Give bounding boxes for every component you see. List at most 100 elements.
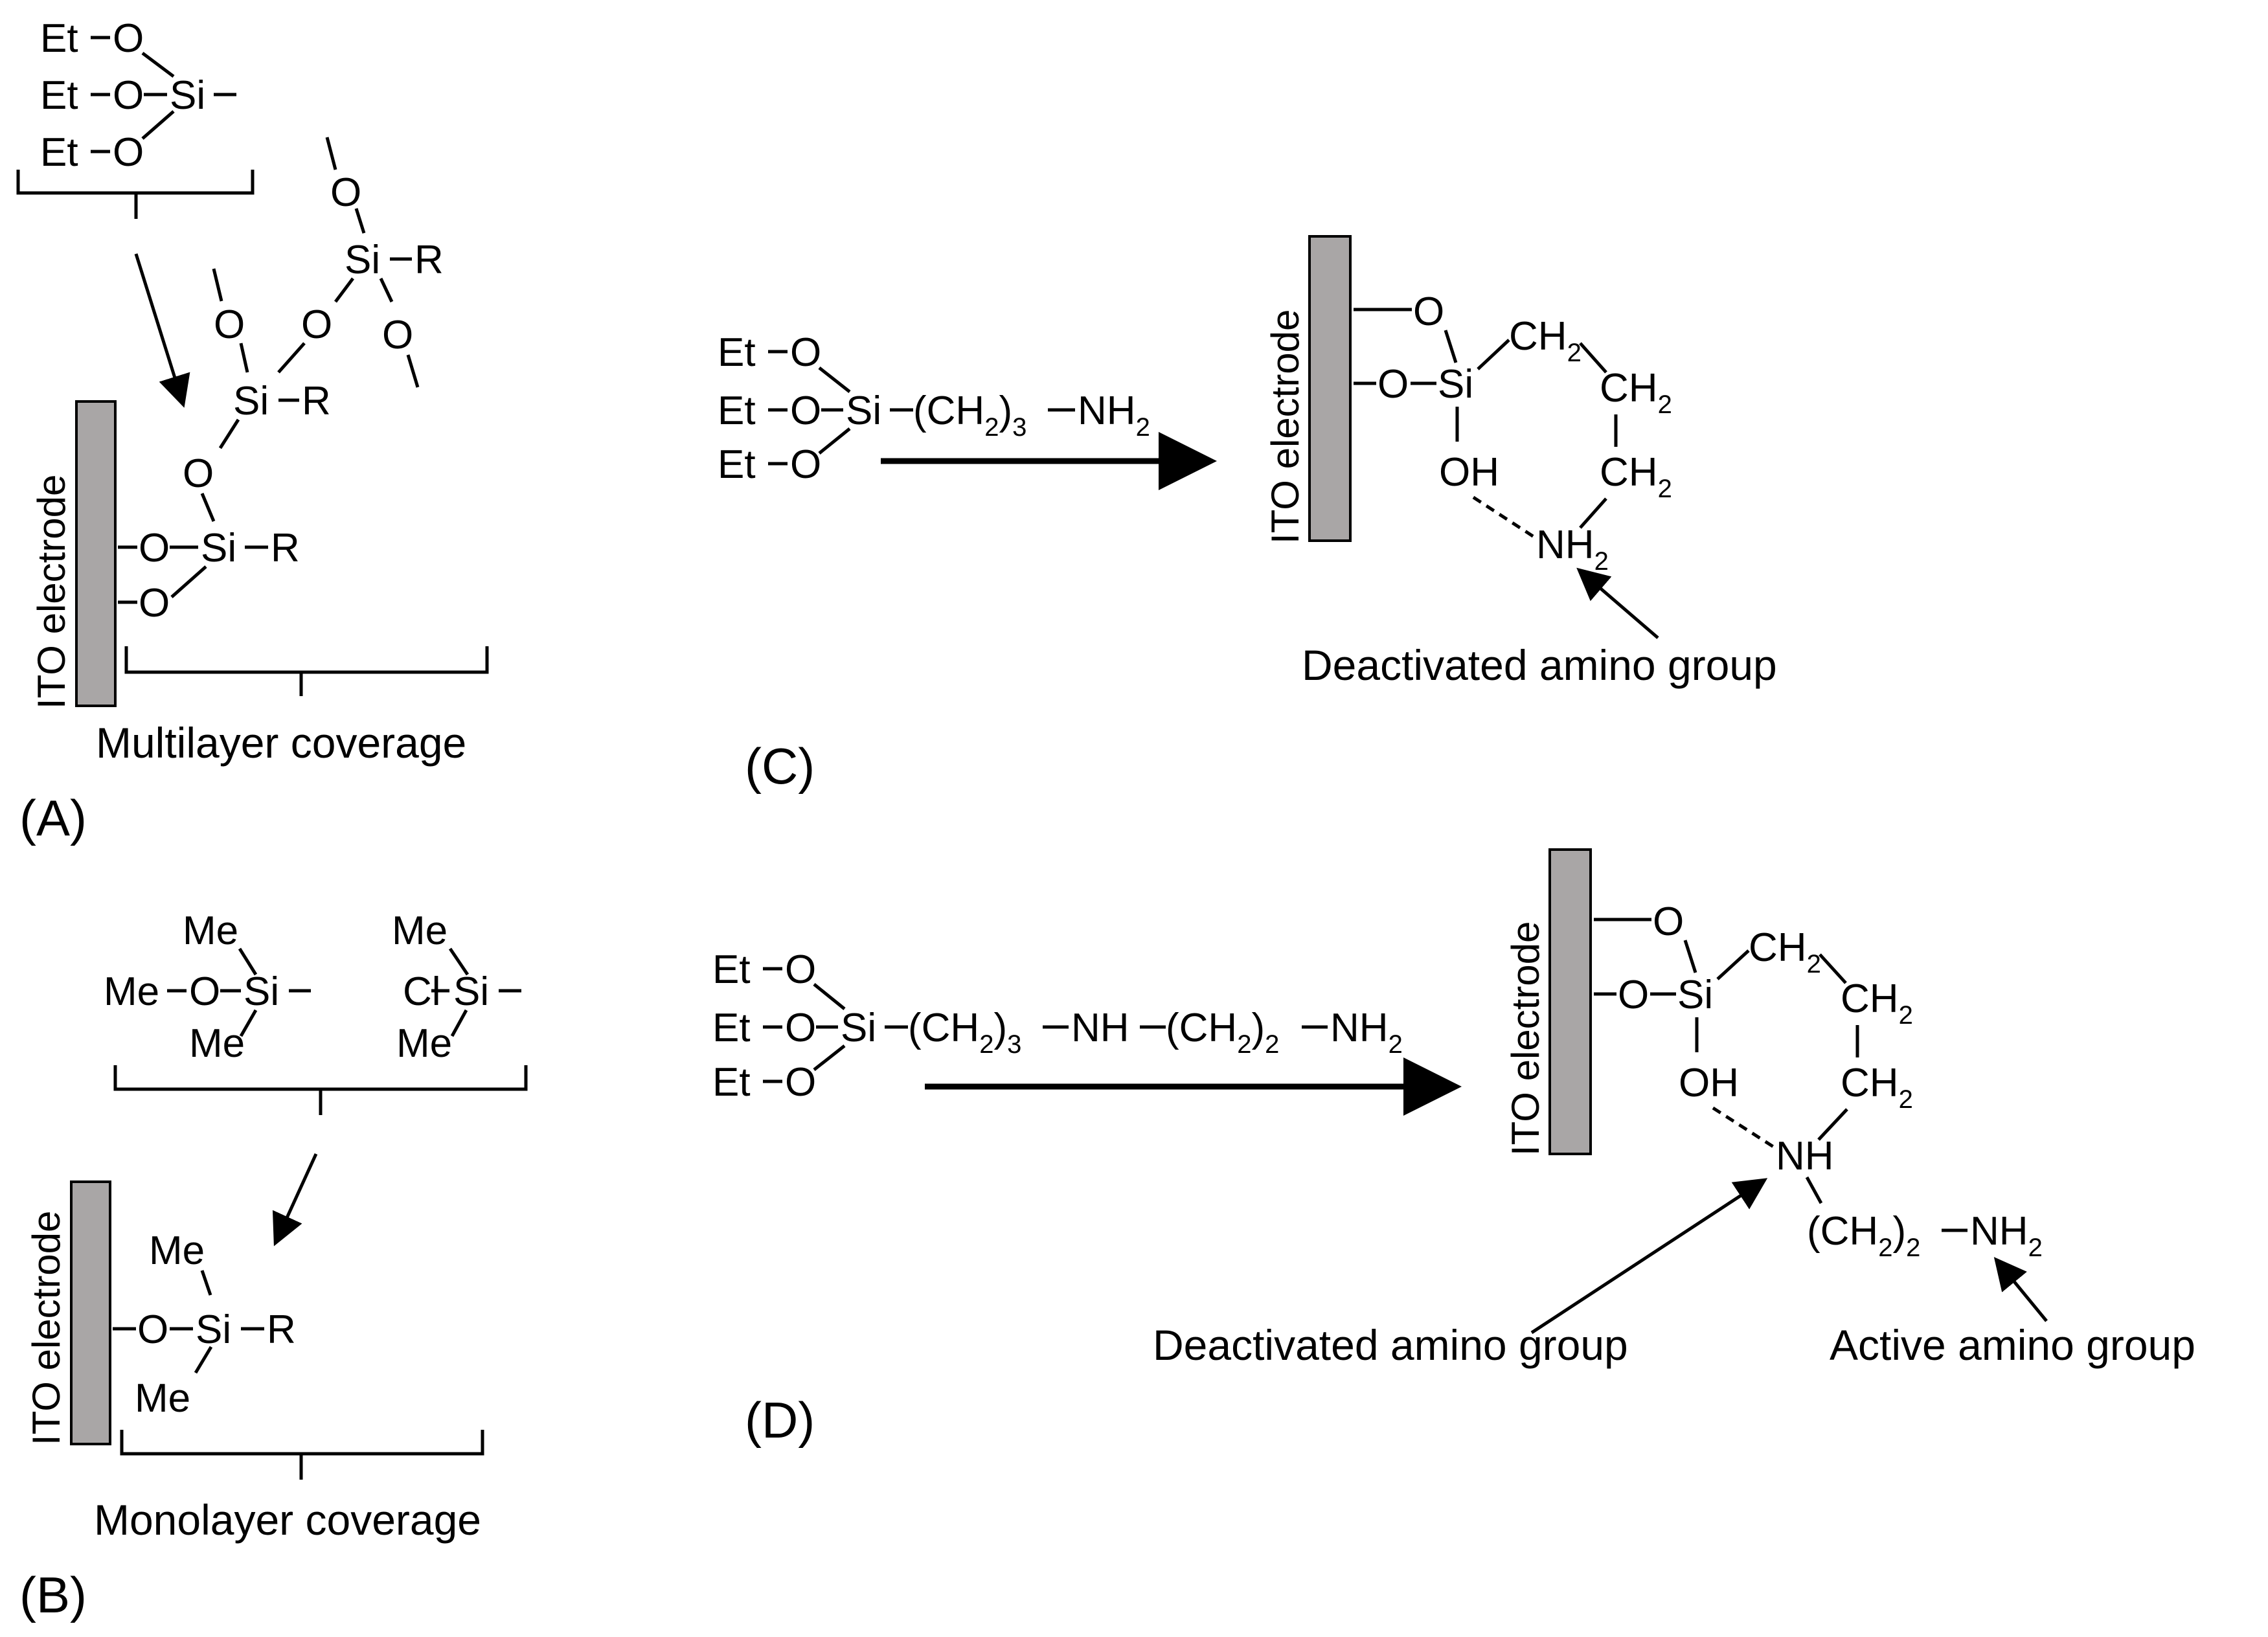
a-o-left: O [214,302,245,347]
d-o-bond-1: O [1653,899,1684,944]
d-o-1: O [785,947,816,992]
b-electrode-label: ITO electrode [25,1211,68,1445]
d-chain-1: (CH2)3 [908,1006,1021,1059]
a-arrow [134,253,190,408]
a-o-lower: O [183,451,214,496]
c-o-3: O [790,442,821,487]
a-si-top: Si [345,238,380,282]
b-si-2: Si [453,969,489,1014]
b-panel-label: (B) [19,1566,87,1623]
b-me-2: Me [104,969,159,1014]
a-si-bond: Si [201,526,236,570]
d-o-bond-2: O [1618,973,1649,1017]
a-electrode-label: ITO electrode [30,475,73,709]
c-electrode [1308,235,1352,542]
a-o-mid: O [301,302,332,347]
b-electrode [70,1180,111,1445]
a-et-2: Et [40,73,78,118]
a-et-3: Et [40,130,78,175]
d-chain-2: (CH2)2 [1166,1006,1279,1059]
d-nh-product: NH [1776,1134,1834,1179]
c-ch2-2: CH2 [1600,366,1672,419]
d-nh2: NH2 [1330,1006,1403,1059]
c-ch2-3: CH2 [1600,450,1672,503]
c-et-1: Et [718,330,756,375]
b-me-6: Me [149,1228,205,1273]
c-si-product: Si [1438,362,1473,407]
a-et-1: Et [40,16,78,61]
a-r-bond: R [271,526,300,570]
panel-c: Et O Et O Si (CH2)3 NH2 Et O ITO electro… [718,235,1777,795]
d-ch2-3: CH2 [1841,1061,1913,1114]
a-o-1: O [113,16,144,61]
d-annotation-active: Active amino group [1830,1321,2195,1369]
a-o-3: O [113,130,144,175]
d-o-3: O [785,1060,816,1105]
a-coverage-brace [124,646,489,696]
a-o-right: O [382,313,413,357]
b-coverage-brace [120,1430,484,1480]
b-o-1: O [189,969,220,1014]
d-active-arrow [1993,1257,2048,1322]
c-o-1: O [790,330,821,375]
a-o-bond-1: O [139,526,170,570]
b-reagent-brace [113,1065,528,1115]
d-et-2: Et [712,1006,751,1050]
a-r-mid: R [302,379,331,423]
panel-d: Et O Et O Si (CH2)3 NH (CH2)2 NH2 Et O I… [712,848,2195,1449]
c-nh2: NH2 [1078,389,1150,442]
c-o-2: O [790,389,821,433]
c-o-bond-2: O [1378,362,1409,407]
d-electrode [1548,848,1592,1155]
c-electrode-label: ITO electrode [1264,310,1307,544]
d-panel-label: (D) [745,1392,815,1449]
c-chain: (CH2)3 [913,389,1026,442]
d-annotation-deactivated: Deactivated amino group [1153,1321,1628,1369]
d-si-reagent: Si [841,1006,876,1050]
a-r-top: R [414,238,444,282]
b-si-1: Si [244,969,279,1014]
d-si-product: Si [1677,973,1713,1017]
d-nh2-product: NH2 [1970,1209,2043,1262]
a-o-bond-2: O [139,581,170,626]
c-annotation-arrow [1576,567,1659,639]
b-arrow [272,1153,318,1247]
a-o-2: O [113,73,144,118]
c-si-reagent: Si [846,389,881,433]
d-ch2-2: CH2 [1841,977,1913,1030]
b-me-1: Me [183,909,238,953]
b-me-7: Me [135,1376,190,1421]
d-side-chain: (CH2)2 [1807,1209,1920,1262]
a-reagent-brace [16,170,255,219]
a-electrode [75,400,117,707]
d-o-2: O [785,1006,816,1050]
panel-b: Me Me O Si Me Me Cl Si Me ITO electrode … [19,909,528,1623]
b-caption: Monolayer coverage [94,1496,481,1544]
d-deactivated-arrow [1530,1178,1768,1335]
b-si-bond: Si [196,1307,231,1352]
a-si-reagent: Si [170,73,205,118]
c-o-bond-1: O [1413,289,1444,334]
a-caption: Multilayer coverage [96,719,466,767]
c-nh2-product: NH2 [1536,523,1609,576]
d-electrode-label: ITO electrode [1504,921,1547,1156]
d-nh: NH [1071,1006,1129,1050]
b-o-bond: O [137,1307,168,1352]
c-et-3: Et [718,442,756,487]
panel-a: Et O Et O Si Et O O Si R O O O Si [16,16,489,846]
c-et-2: Et [718,389,756,433]
c-panel-label: (C) [745,738,815,795]
d-ch2-1: CH2 [1749,925,1821,978]
c-annotation: Deactivated amino group [1302,641,1777,689]
b-me-3: Me [189,1021,245,1066]
c-ch2-1: CH2 [1509,314,1582,367]
a-si-mid: Si [233,379,269,423]
a-o-top: O [330,170,361,215]
d-oh: OH [1679,1061,1739,1105]
b-me-4: Me [392,909,448,953]
d-et-1: Et [712,947,751,992]
a-panel-label: (A) [19,789,87,846]
b-me-5: Me [396,1021,452,1066]
b-r-bond: R [267,1307,296,1352]
